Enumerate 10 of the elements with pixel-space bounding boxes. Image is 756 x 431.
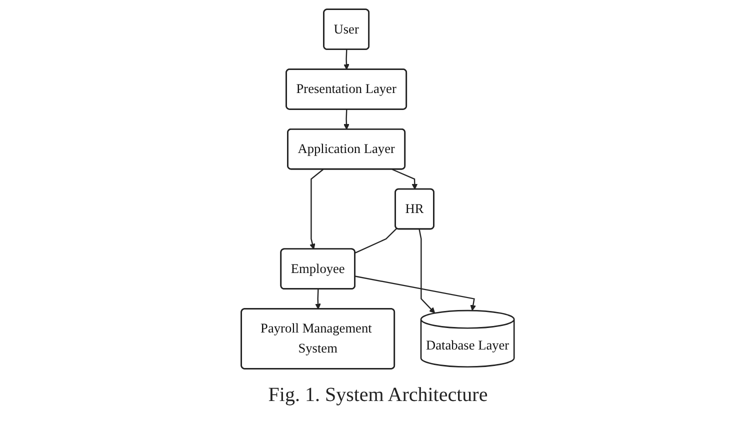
arrow <box>392 168 418 190</box>
figure-caption: Fig. 1. System Architecture <box>268 384 488 406</box>
arrow <box>418 229 436 314</box>
arrow <box>344 109 350 130</box>
connector <box>355 228 398 254</box>
arrow <box>355 276 476 311</box>
arrow <box>344 50 350 70</box>
arrow <box>315 289 322 310</box>
arrow <box>310 168 324 250</box>
flowchart-drawing: User Presentation Layer Application Layer HR Employee Payroll Management System Database Layer <box>236 4 520 374</box>
